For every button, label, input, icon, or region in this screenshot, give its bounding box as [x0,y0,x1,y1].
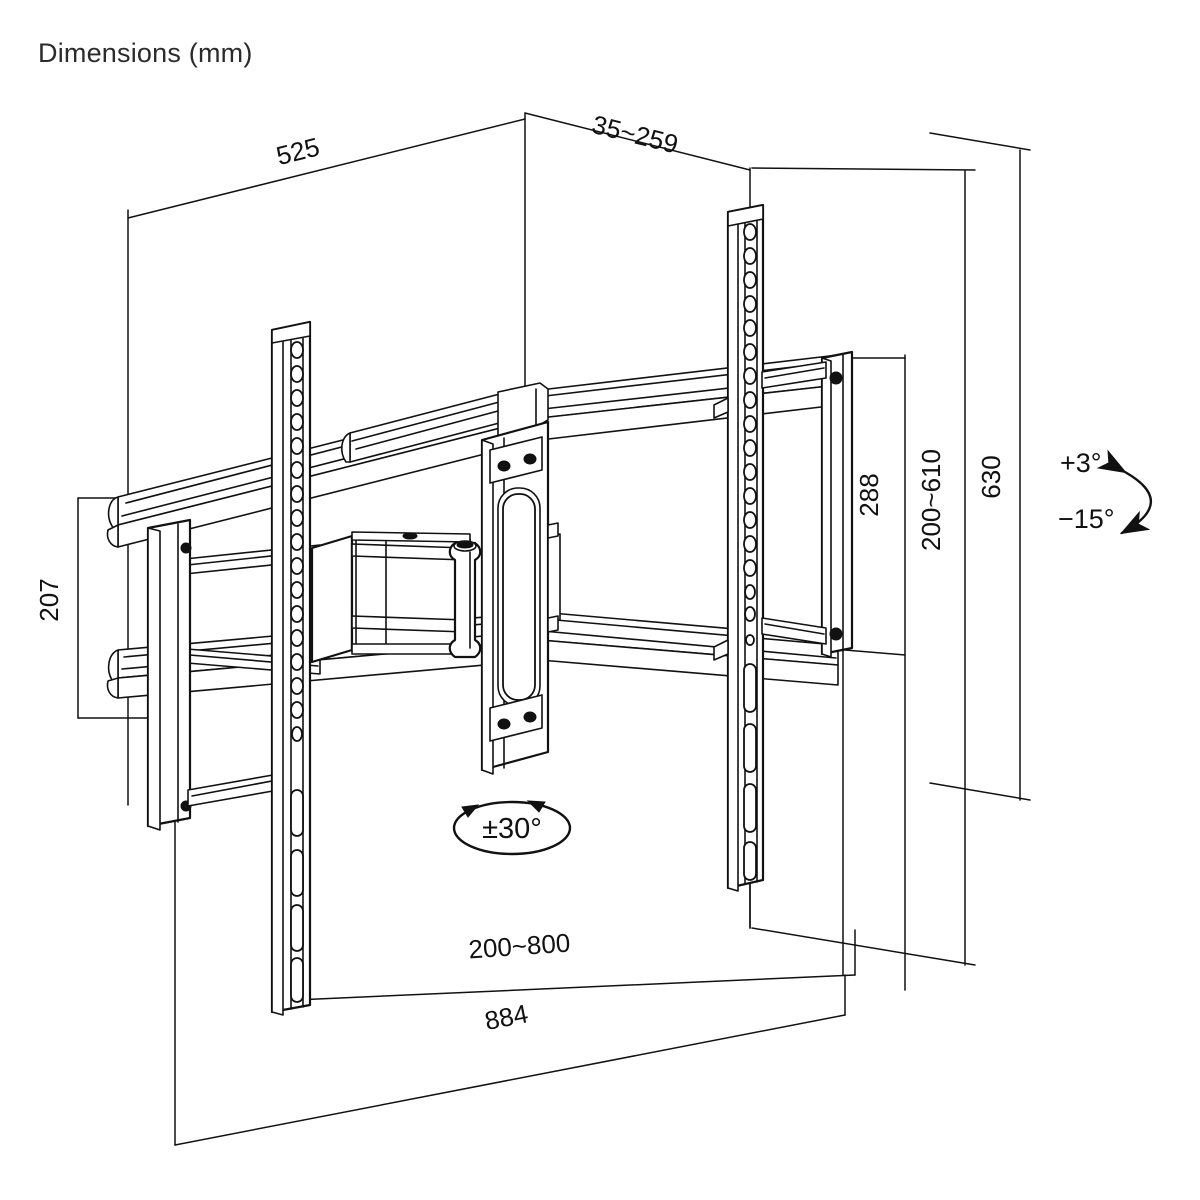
left-end-plate [146,518,192,831]
tilt-down-label: −15° [1058,504,1115,534]
upper-rail-lip [341,389,527,463]
dim-207: 207 [34,578,64,621]
dim-200-800: 200~800 [467,928,571,965]
swivel-label: ±30° [482,813,542,845]
extension-arm [310,531,472,664]
tilt-up-label: +3° [1060,448,1102,478]
wall-mount-assembly [106,203,854,1016]
dim-35-259: 35~259 [589,109,681,159]
right-vesa-rail [713,203,765,892]
dim-630: 630 [976,455,1006,498]
page-title: Dimensions (mm) [38,38,253,68]
right-plate-strut-upper [761,361,827,389]
dim-200-610: 200~610 [916,449,946,551]
left-vesa-rail [270,320,312,1016]
right-end-plate [820,350,854,658]
right-plate-strut-lower [761,617,827,645]
tilt-indicator [1096,449,1152,535]
dim-288: 288 [854,473,884,516]
dim-525: 525 [273,131,322,171]
swivel-indicator [452,800,572,856]
dimension-labels: 525 35~259 288 200~610 630 207 200~800 8… [34,109,1006,1036]
hinge-barrel [448,540,482,659]
center-vesa-plate [480,420,561,775]
dim-884: 884 [482,998,530,1036]
